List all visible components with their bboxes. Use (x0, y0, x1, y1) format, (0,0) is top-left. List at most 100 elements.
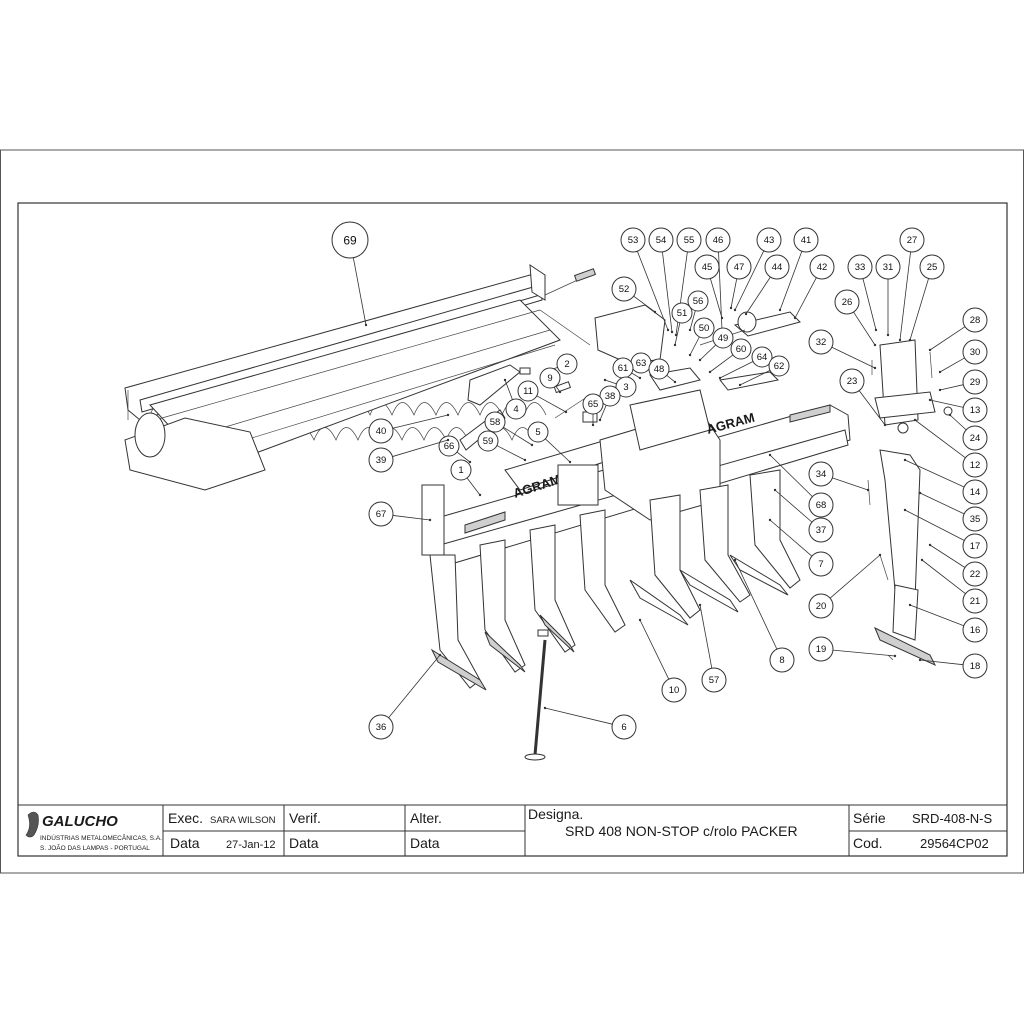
callout-number: 42 (817, 262, 828, 273)
leader-end-dot (903, 508, 907, 512)
title-block: GALUCHO INDÚSTRIAS METALOMECÂNICAS, S.A.… (17, 804, 1008, 857)
part-callout-52: 52 (611, 276, 657, 314)
callout-number: 60 (736, 344, 747, 355)
callout-bubble (768, 355, 790, 377)
part-callout-68: 68 (768, 453, 834, 518)
leader-end-dot (874, 328, 878, 332)
data-label-1: Data (170, 835, 200, 851)
leader-end-dot (438, 653, 442, 657)
leader-line (719, 361, 754, 379)
callout-number: 4 (513, 404, 518, 415)
callout-number: 59 (483, 436, 494, 447)
callout-bubble (539, 367, 561, 389)
callout-bubble (962, 506, 988, 532)
callout-number: 22 (970, 569, 981, 580)
leader-line (392, 414, 449, 429)
leader-line (710, 278, 723, 319)
callout-number: 20 (816, 601, 827, 612)
leader-line (545, 438, 571, 463)
callout-bubble (676, 227, 702, 253)
callout-number: 7 (818, 559, 823, 570)
leader-line (699, 344, 717, 361)
leader-end-dot (603, 378, 607, 382)
callout-bubble (368, 501, 394, 527)
part-callout-32: 32 (808, 329, 877, 370)
company-logo (25, 811, 39, 838)
part-callout-69: 69 (331, 221, 369, 327)
leader-line (919, 492, 965, 515)
cod-label: Cod. (853, 835, 883, 851)
leader-end-dot (878, 553, 882, 557)
callout-bubble (368, 447, 394, 473)
leader-line (503, 426, 533, 446)
callout-number: 55 (684, 235, 695, 246)
callout-number: 53 (628, 235, 639, 246)
callout-bubble (693, 317, 715, 339)
leader-end-dot (558, 390, 562, 394)
callout-number: 16 (970, 625, 981, 636)
designa-value: SRD 408 NON-STOP c/rolo PACKER (565, 823, 798, 839)
part-callout-20: 20 (808, 553, 882, 619)
leader-end-dot (873, 343, 877, 347)
callout-bubble (726, 254, 752, 280)
leader-line (496, 445, 526, 461)
leader-end-dot (918, 658, 922, 662)
leader-end-dot (928, 348, 932, 352)
part-callout-5: 5 (527, 421, 572, 464)
leader-line (914, 419, 966, 459)
callout-bubble (701, 667, 727, 693)
callout-number: 69 (343, 234, 357, 248)
leader-end-dot (793, 316, 797, 320)
leader-end-dot (908, 603, 912, 607)
leader-end-dot (698, 358, 702, 362)
callout-bubble (875, 254, 901, 280)
callout-bubble (769, 647, 795, 673)
leader-end-dot (866, 488, 870, 492)
leader-line (689, 310, 696, 331)
part-callout-34: 34 (808, 461, 870, 492)
leader-line (921, 559, 966, 594)
callout-number: 25 (927, 262, 938, 273)
callout-number: 14 (970, 487, 981, 498)
callout-bubble (705, 227, 731, 253)
part-callout-19: 19 (808, 636, 897, 662)
packer-roller-assembly (124, 264, 597, 491)
part-callout-21: 21 (920, 558, 988, 614)
leader-line (392, 515, 431, 521)
callout-bubble (756, 227, 782, 253)
leader-end-dot (920, 558, 924, 562)
leader-line (929, 399, 964, 408)
part-callout-57: 57 (698, 603, 727, 693)
leader-end-dot (768, 518, 772, 522)
leader-line (456, 451, 471, 463)
leader-line (352, 257, 367, 326)
callout-bubble (556, 353, 578, 375)
leader-line (929, 326, 966, 351)
leader-end-dot (543, 706, 547, 710)
part-callout-8: 8 (733, 558, 795, 673)
leader-line (392, 439, 449, 457)
part-callout-16: 16 (908, 603, 988, 643)
leader-end-dot (913, 418, 917, 422)
callout-number: 49 (718, 333, 729, 344)
leader-line (858, 390, 886, 426)
leader-end-dot (673, 343, 677, 347)
callout-bubble (962, 653, 988, 679)
callout-number: 66 (444, 441, 455, 452)
callout-number: 12 (970, 460, 981, 471)
company-line-2: S. JOÃO DAS LAMPAS - PORTUGAL (40, 843, 150, 852)
part-callout-24: 24 (948, 413, 988, 451)
callout-number: 45 (702, 262, 713, 273)
leader-line (769, 454, 813, 497)
leader-line (699, 604, 713, 669)
callout-bubble (620, 227, 646, 253)
leader-end-dot (928, 398, 932, 402)
callout-bubble (615, 376, 637, 398)
leader-line (929, 544, 966, 568)
leader-end-dot (530, 443, 534, 447)
callout-bubble (517, 380, 539, 402)
callout-number: 1 (458, 465, 463, 476)
